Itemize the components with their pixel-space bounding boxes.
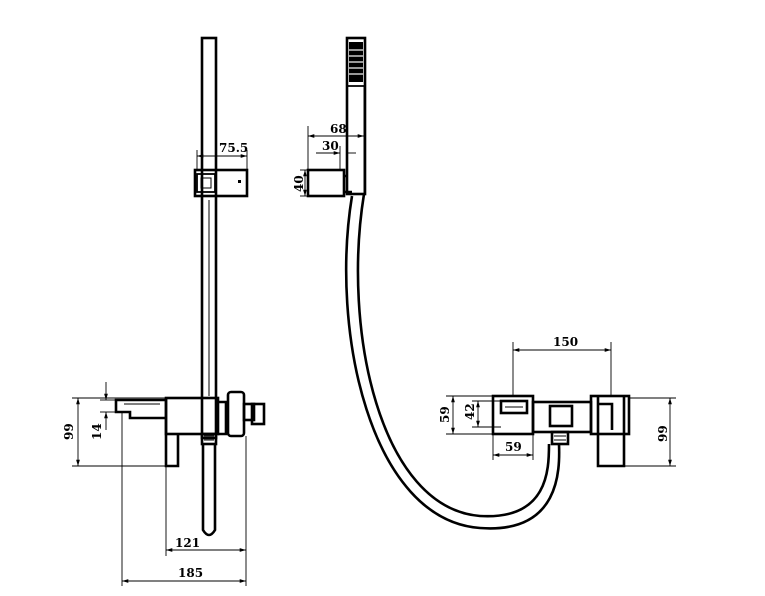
dim-99-left: 99 (62, 423, 76, 440)
dim-30: 30 (322, 139, 339, 153)
shower-holder (306, 168, 346, 198)
front-view: 68 30 40 150 59 42 (292, 36, 676, 530)
handset-holder (193, 168, 249, 198)
mixer-front-right-handle (589, 394, 631, 436)
dim-68: 68 (330, 122, 347, 136)
dim-185: 185 (178, 566, 203, 580)
dim-42: 42 (463, 403, 477, 420)
dim-121: 121 (175, 536, 200, 550)
dim-99-right: 99 (656, 425, 670, 442)
dim-59-horizontal: 59 (505, 440, 522, 454)
wall-flange (226, 390, 246, 438)
side-view: 75.5 99 14 121 185 (62, 36, 266, 586)
handle-knob (250, 402, 266, 426)
dim-59-vertical: 59 (438, 406, 452, 423)
dim-40: 40 (292, 175, 306, 192)
shower-hose (344, 195, 561, 530)
dim-150: 150 (553, 335, 578, 349)
spout (114, 398, 166, 420)
mixer-body (164, 396, 220, 436)
slide-rail (200, 36, 218, 440)
dim-75-5: 75.5 (219, 141, 248, 155)
dim-14: 14 (90, 423, 104, 440)
hand-shower (345, 36, 367, 196)
